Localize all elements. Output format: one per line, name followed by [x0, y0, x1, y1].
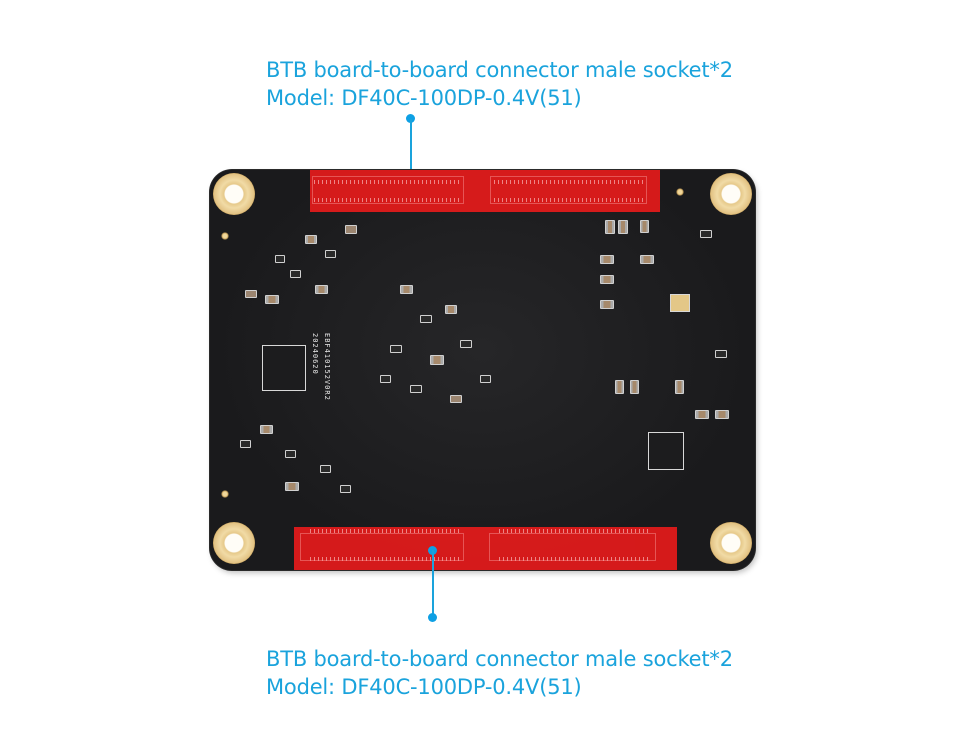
smd-component — [410, 385, 422, 393]
bottom-caption-title: BTB board-to-board connector male socket… — [266, 647, 733, 671]
smd-component — [445, 305, 457, 314]
smd-component — [605, 220, 615, 234]
fiducial-mark — [221, 232, 229, 240]
connector-pins — [499, 529, 649, 533]
connector-pins — [310, 557, 460, 561]
smd-component — [285, 450, 296, 458]
smd-component — [285, 482, 299, 491]
mounting-hole-bottom-right — [710, 522, 752, 564]
smd-component — [345, 225, 357, 234]
top-leader-dot-start — [406, 114, 415, 123]
smd-component — [460, 340, 472, 348]
smd-component — [715, 410, 729, 419]
smd-component — [695, 410, 709, 419]
smd-component — [380, 375, 391, 383]
smd-component — [240, 440, 251, 448]
smd-component — [450, 395, 462, 403]
connector-pins — [499, 557, 649, 561]
btb-connector-top — [310, 170, 660, 212]
smd-component — [675, 380, 684, 394]
connector-pins — [494, 180, 644, 184]
thermal-pad — [670, 294, 690, 312]
connector-outline-right — [490, 176, 647, 204]
mounting-hole-bottom-left — [213, 522, 255, 564]
smd-component — [260, 425, 273, 434]
mounting-hole-top-left — [213, 173, 255, 215]
bottom-caption-model: Model: DF40C-100DP-0.4V(51) — [266, 675, 582, 699]
smd-component — [700, 230, 712, 238]
smd-component — [315, 285, 328, 294]
smd-component — [275, 255, 285, 263]
smd-component — [245, 290, 257, 298]
ic-chip-right — [648, 432, 684, 470]
smd-component — [600, 300, 614, 309]
connector-outline-left — [312, 176, 464, 204]
bottom-connector-caption: BTB board-to-board connector male socket… — [266, 645, 733, 701]
silkscreen-date: 20240620 — [311, 333, 319, 375]
top-leader-line — [410, 119, 412, 184]
fiducial-mark — [221, 490, 229, 498]
bottom-leader-dot-end — [428, 613, 437, 622]
smd-component — [640, 255, 654, 264]
smd-component — [615, 380, 624, 394]
smd-component — [618, 220, 628, 234]
smd-component — [290, 270, 301, 278]
connector-pins — [310, 529, 460, 533]
top-caption-title: BTB board-to-board connector male socket… — [266, 58, 733, 82]
smd-component — [265, 295, 279, 304]
smd-component — [600, 275, 614, 284]
smd-component — [320, 465, 331, 473]
bottom-leader-line — [432, 550, 434, 617]
smd-component — [420, 315, 432, 323]
smd-component — [390, 345, 402, 353]
mounting-hole-top-right — [710, 173, 752, 215]
silkscreen-part-number: EBF410152V0R2 — [323, 333, 331, 401]
smd-component — [340, 485, 351, 493]
smd-component — [715, 350, 727, 358]
top-connector-caption: BTB board-to-board connector male socket… — [266, 56, 733, 112]
ic-chip-left — [262, 345, 306, 391]
smd-component — [600, 255, 614, 264]
smd-component — [480, 375, 491, 383]
connector-pins — [314, 198, 462, 202]
connector-pins — [494, 198, 644, 202]
connector-pins — [314, 180, 462, 184]
pcb-board: EBF410152V0R2 20240620 — [210, 170, 755, 570]
smd-component — [325, 250, 336, 258]
smd-component — [430, 355, 444, 365]
smd-component — [305, 235, 317, 244]
btb-connector-bottom — [294, 527, 677, 570]
smd-component — [640, 220, 649, 233]
fiducial-mark — [676, 188, 684, 196]
top-caption-model: Model: DF40C-100DP-0.4V(51) — [266, 86, 582, 110]
smd-component — [400, 285, 413, 294]
smd-component — [630, 380, 639, 394]
